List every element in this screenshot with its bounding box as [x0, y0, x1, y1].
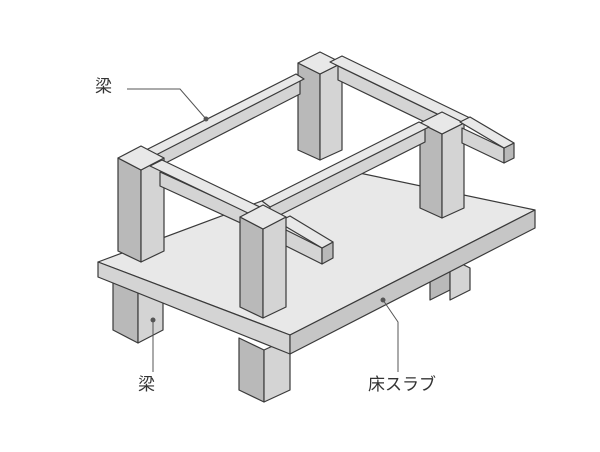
column-back-left — [297, 51, 343, 161]
leader-floor-slab — [382, 299, 399, 372]
leader-beam-top — [127, 88, 207, 120]
marker-floor-slab — [380, 297, 386, 303]
label-beam-top: 梁 — [95, 77, 112, 97]
lower-column-front-mid — [238, 337, 291, 403]
label-floor-slab: 床スラブ — [368, 375, 436, 395]
column-front-left — [117, 145, 165, 263]
column-back-right — [419, 111, 465, 219]
column-front-mid — [239, 204, 287, 319]
beam-right-stub — [459, 116, 515, 164]
marker-beam-top — [203, 116, 209, 122]
beam-left — [143, 73, 305, 171]
label-beam-bottom: 梁 — [138, 375, 155, 395]
beam-front-stub — [277, 215, 334, 265]
marker-beam-bottom — [150, 317, 156, 323]
leader-lines — [127, 88, 399, 372]
